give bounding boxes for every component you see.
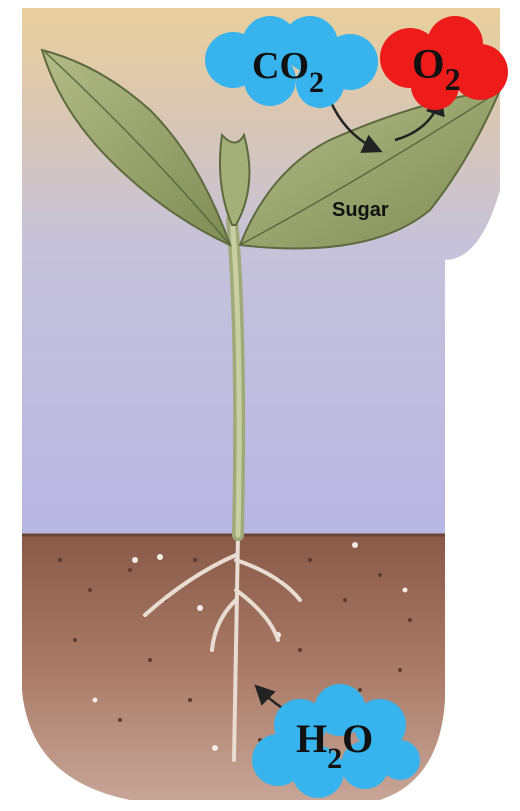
- sugar-label: Sugar: [332, 199, 389, 221]
